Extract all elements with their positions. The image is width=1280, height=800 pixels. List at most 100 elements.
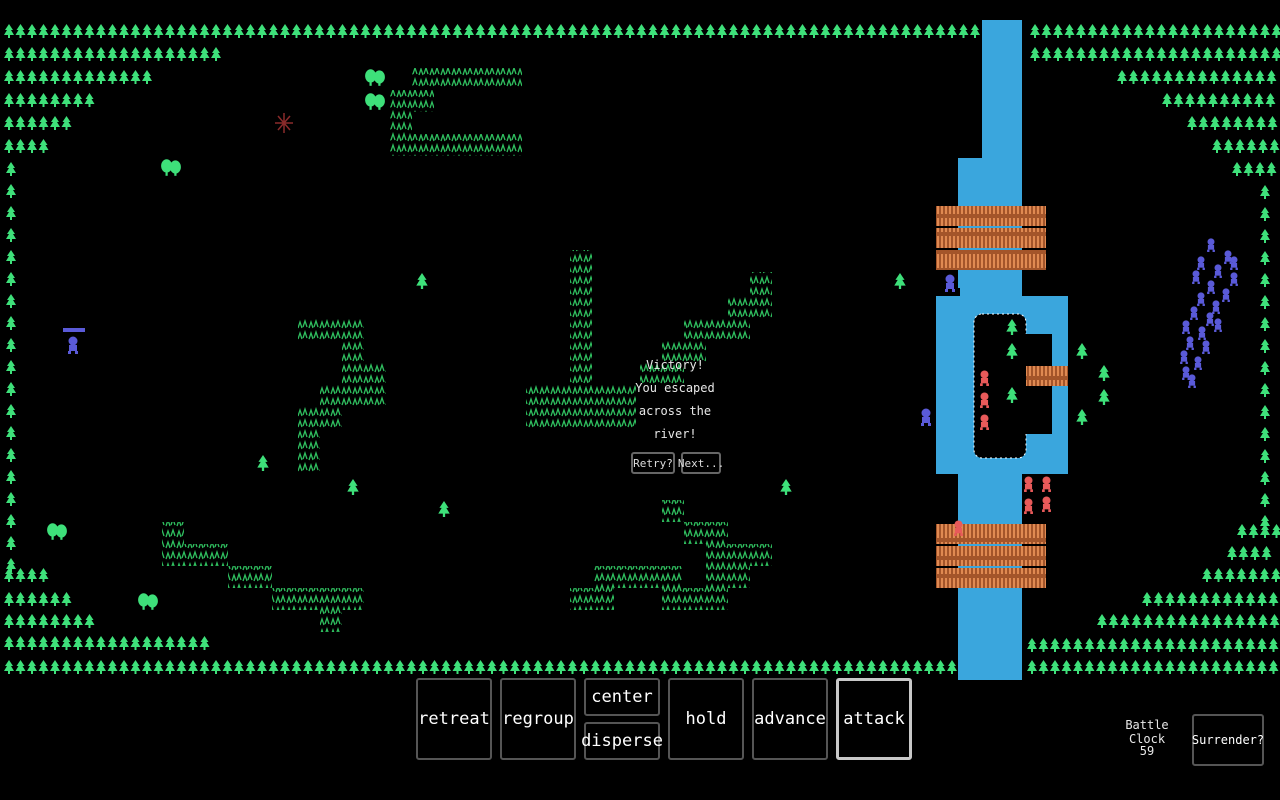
pine-tree [6, 426, 16, 440]
pine-tree [176, 47, 187, 61]
pine-tree [4, 70, 14, 84]
pine-tree [337, 660, 348, 674]
pine-tree [878, 24, 888, 38]
pine-tree [1250, 546, 1260, 560]
pine-tree [705, 24, 716, 38]
distant-soldier [1214, 264, 1222, 278]
pine-tree [521, 660, 532, 674]
pine-tree [901, 660, 911, 674]
pine-tree [1176, 638, 1187, 652]
pine-tree [1260, 361, 1270, 375]
pine-tree [1266, 162, 1277, 176]
pine-tree [6, 294, 16, 308]
pine-tree [176, 636, 187, 650]
retreat-button[interactable]: retreat [416, 678, 492, 760]
pine-tree [84, 70, 95, 84]
pine-tree [567, 660, 578, 674]
pine-tree [1165, 638, 1175, 652]
pine-tree [6, 184, 16, 198]
pine-tree [4, 139, 14, 153]
pine-tree [1220, 70, 1231, 84]
pine-tree [1145, 47, 1155, 61]
pine-tree [6, 338, 16, 352]
pine-tree [6, 536, 16, 550]
attack-button[interactable]: attack [836, 678, 912, 760]
pine-tree [1191, 24, 1201, 38]
pine-tree [1243, 70, 1254, 84]
disperse-button[interactable]: disperse [581, 722, 663, 760]
pine-tree [73, 614, 83, 628]
pine-tree [544, 24, 555, 38]
pine-tree [1238, 546, 1249, 560]
pine-tree [1248, 47, 1259, 61]
pine-tree [1108, 614, 1119, 628]
pine-tree [6, 360, 16, 374]
retry-button[interactable]: Retry? [631, 452, 675, 474]
pine-tree [38, 47, 49, 61]
pine-tree [27, 614, 37, 628]
pine-tree [1222, 660, 1233, 674]
pine-tree [96, 660, 106, 674]
pine-tree [1212, 139, 1222, 153]
pine-tree [1133, 24, 1144, 38]
distant-soldier [1198, 326, 1206, 340]
distant-army[interactable] [1180, 238, 1238, 388]
pine-tree [648, 24, 658, 38]
pine-tree [1260, 405, 1270, 419]
pine-tree [1041, 47, 1052, 61]
pine-tree [1260, 273, 1270, 287]
pine-tree [1255, 70, 1265, 84]
pine-tree [1130, 660, 1141, 674]
pine-tree [50, 47, 60, 61]
pine-tree [763, 660, 773, 674]
pine-tree [1117, 70, 1127, 84]
pine-tree [1210, 116, 1220, 130]
pine-tree [372, 660, 382, 674]
pine-tree [383, 24, 394, 38]
pine-tree [395, 24, 405, 38]
pine-tree [498, 24, 509, 38]
pine-tree [1271, 47, 1280, 61]
pine-tree [1120, 614, 1130, 628]
pine-tree [6, 514, 16, 528]
hold-button[interactable]: hold [668, 678, 744, 760]
center-button[interactable]: center [584, 678, 660, 716]
ally-units[interactable] [63, 274, 955, 427]
pine-tree [61, 592, 72, 606]
pine-tree [510, 660, 520, 674]
pine-tree [1128, 70, 1139, 84]
pine-tree [6, 470, 16, 484]
pine-tree [855, 660, 865, 674]
pine-tree [1061, 638, 1072, 652]
pine-tree [740, 24, 750, 38]
pine-tree [452, 660, 463, 674]
pine-tree [1084, 660, 1095, 674]
pine-tree [291, 24, 302, 38]
pine-tree [1234, 592, 1244, 606]
pine-tree [130, 636, 141, 650]
pine-tree [1232, 70, 1242, 84]
regroup-button[interactable]: regroup [500, 678, 576, 760]
pine-tree [1248, 24, 1259, 38]
distant-soldier [1207, 280, 1215, 294]
pine-tree [970, 24, 980, 38]
pine-tree [1260, 383, 1270, 397]
pine-tree [1064, 24, 1075, 38]
pine-tree [475, 24, 486, 38]
pine-tree [349, 660, 359, 674]
pine-tree [717, 660, 727, 674]
pine-tree [27, 47, 37, 61]
distant-soldier [1230, 256, 1238, 270]
pine-tree [1173, 93, 1184, 107]
pine-tree [786, 24, 796, 38]
advance-button[interactable]: advance [752, 678, 828, 760]
pine-tree [15, 636, 26, 650]
battle-map[interactable] [0, 0, 1280, 680]
pine-tree [257, 24, 267, 38]
surrender-button[interactable]: Surrender? [1192, 714, 1264, 766]
pine-tree [130, 660, 141, 674]
pine-tree [924, 660, 934, 674]
victory-line-1: Victory! [646, 358, 704, 372]
pine-tree [107, 70, 118, 84]
next-button[interactable]: Next... [678, 452, 724, 474]
